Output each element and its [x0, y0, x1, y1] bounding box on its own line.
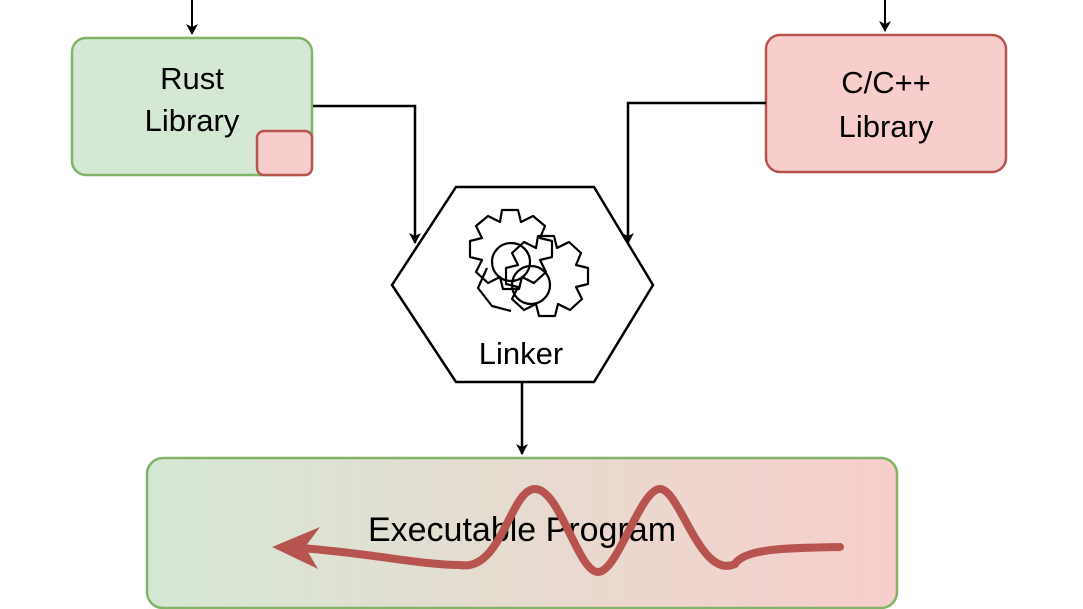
executable-program-node[interactable]: Executable Program: [145, 456, 899, 609]
cpp-library-label-line2: Library: [839, 109, 934, 144]
edge-cpp-to-linker: [622, 101, 766, 244]
execution-flow-wave-icon: [272, 484, 844, 577]
linker-label: Linker: [479, 336, 563, 371]
rust-library-label-line2: Library: [145, 103, 240, 138]
rust-library-label-line1: Rust: [160, 61, 224, 96]
embedded-c-marker: [255, 129, 314, 177]
rust-library-node[interactable]: Rust Library: [70, 36, 314, 177]
gears-icon: [468, 208, 590, 318]
edge-rust-to-linker: [313, 104, 421, 244]
cpp-library-label-line1: C/C++: [841, 65, 931, 100]
cpp-library-node[interactable]: C/C++ Library: [764, 33, 1008, 174]
linker-node[interactable]: Linker: [390, 185, 655, 384]
